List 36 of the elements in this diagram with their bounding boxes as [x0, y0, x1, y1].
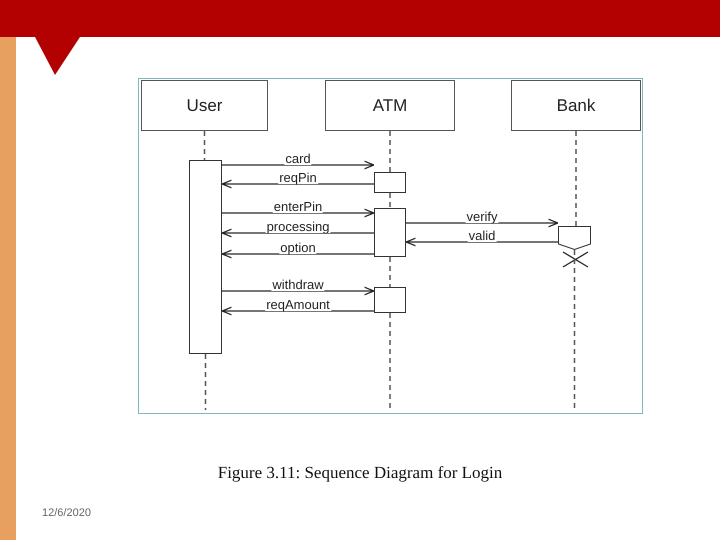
message-arrow — [222, 208, 375, 218]
message-label: valid — [468, 229, 496, 242]
message-label: withdraw — [271, 278, 325, 291]
lifeline-head-box: ATM — [325, 80, 455, 131]
activation-bar — [189, 160, 222, 354]
message-label: card — [284, 152, 312, 165]
lifeline — [389, 193, 391, 208]
date-text: 12/6/2020 — [42, 507, 91, 519]
message-label: verify — [465, 210, 499, 223]
lifeline — [204, 131, 206, 160]
lifeline-head-box: User — [141, 80, 268, 131]
message-arrow — [221, 228, 374, 238]
activation-bar — [558, 226, 591, 250]
lifeline — [389, 313, 391, 410]
lifeline — [575, 131, 577, 226]
activation-bar — [374, 287, 406, 313]
message-label: reqAmount — [265, 298, 331, 311]
message-arrow — [406, 218, 559, 228]
lifeline — [389, 131, 391, 172]
activation-bar — [374, 172, 406, 193]
message-label: processing — [266, 220, 330, 233]
lifeline — [204, 354, 206, 410]
message-label: reqPin — [278, 171, 318, 184]
lifeline-head-box: Bank — [511, 80, 641, 131]
message-arrow — [221, 180, 374, 188]
lifeline — [389, 257, 391, 287]
figure-caption: Figure 3.11: Sequence Diagram for Login — [218, 463, 502, 482]
lifeline — [574, 250, 576, 410]
message-arrow — [221, 250, 374, 258]
activation-bar — [374, 208, 406, 257]
message-label: option — [279, 241, 317, 254]
message-arrow — [221, 306, 374, 316]
message-arrow — [405, 238, 558, 246]
message-arrow — [222, 160, 375, 170]
message-arrow — [222, 286, 375, 296]
message-label: enterPin — [272, 200, 324, 213]
